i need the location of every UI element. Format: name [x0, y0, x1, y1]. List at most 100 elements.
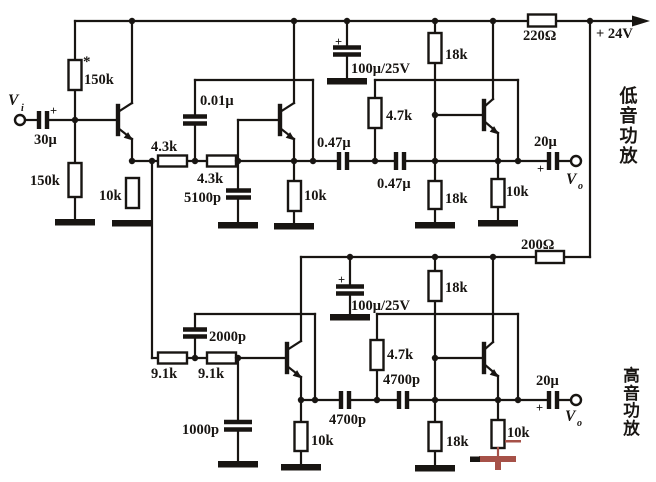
- ground-icon: [415, 465, 455, 472]
- resistor-18k-bass-upper: [427, 31, 443, 65]
- input-voltage-label: V: [8, 92, 20, 109]
- cap-20u-bass-polarity: +: [537, 162, 544, 176]
- treble-output-terminal: [569, 393, 583, 407]
- resistor-18k-bass-lower: [427, 179, 443, 211]
- cap-4700p-1: [338, 391, 352, 409]
- junction-dots: [71, 17, 594, 404]
- resistor-18k-treble-upper: [427, 269, 443, 303]
- cap-2000p-feedback: [183, 327, 207, 339]
- resistor-10k-q1-emitter: [124, 176, 141, 210]
- resistor-9.1k-2: [205, 351, 238, 365]
- ground-icon-red: [470, 446, 516, 470]
- treble-output-voltage-subscript: o: [577, 418, 582, 429]
- resistor-220ohm: [526, 13, 558, 28]
- cap-20u-bass-output: [546, 152, 560, 170]
- resistor-10k-q3-label: 10k: [506, 184, 530, 200]
- cap-0.01u-label: 0.01μ: [200, 93, 234, 109]
- resistor-10k-q2-emitter: [286, 179, 303, 213]
- ground-icon: [274, 223, 314, 230]
- resistor-10k-q3-emitter: [490, 177, 506, 209]
- cap-0.47u-1-label: 0.47μ: [317, 135, 351, 151]
- cap-100u-bass-polarity: +: [335, 35, 342, 49]
- supply-voltage-label: + 24V: [596, 26, 633, 42]
- resistor-150k-bias-lower: [67, 161, 83, 199]
- resistor-10k-q1-label: 10k: [99, 188, 123, 204]
- ground-icon: [218, 222, 258, 229]
- transistor-q4: [284, 255, 303, 402]
- resistor-4.7k-treble: [369, 338, 385, 372]
- asterisk-note: *: [83, 54, 91, 70]
- cap-0.47u-1: [336, 152, 350, 170]
- resistor-10k-q5-label: 10k: [507, 425, 531, 441]
- resistor-4.7k-treble-label: 4.7k: [387, 347, 414, 363]
- resistor-18k-bass-upper-label: 18k: [445, 47, 469, 63]
- resistor-9.1k-1: [156, 351, 189, 365]
- resistor-150k-bias-upper: [67, 58, 83, 92]
- resistor-150k-lower-label: 150k: [30, 173, 61, 189]
- cap-2000p-label: 2000p: [209, 329, 246, 345]
- ground-icon: [218, 461, 258, 468]
- cap-1000p-shunt: [224, 419, 252, 432]
- resistor-10k-q4-emitter: [293, 420, 309, 453]
- red-underline-mark: [505, 440, 521, 443]
- cap-100u-treble-label: 100μ/25V: [351, 298, 410, 314]
- treble-section-title: 高音功放: [623, 367, 640, 438]
- resistor-4.3k-1: [156, 154, 189, 168]
- cap-4700p-2-label: 4700p: [383, 372, 420, 388]
- resistor-10k-q5-emitter: [490, 418, 506, 450]
- bass-output-voltage-label: V: [566, 171, 578, 188]
- resistor-9.1k-2-label: 9.1k: [198, 366, 225, 382]
- cap-100u-bass-label: 100μ/25V: [351, 61, 410, 77]
- resistor-18k-bass-lower-label: 18k: [445, 191, 469, 207]
- resistor-150k-upper-label: 150k: [84, 72, 115, 88]
- cap-30u-label: 30μ: [34, 132, 58, 148]
- cap-20u-treble-polarity: +: [536, 401, 543, 415]
- ground-icon: [281, 464, 321, 471]
- treble-output-voltage-label: V: [565, 408, 577, 425]
- cap-20u-bass-label: 20μ: [534, 134, 558, 150]
- resistor-200ohm-label: 200Ω: [521, 237, 554, 253]
- resistor-18k-treble-lower: [427, 420, 443, 453]
- supply-arrow-icon: [632, 15, 650, 27]
- ground-icon: [112, 220, 152, 227]
- labels: V i + 30μ * 150k 150k 10k 4.3k 4.3k 0.01…: [8, 26, 633, 450]
- resistor-10k-q2-label: 10k: [304, 188, 328, 204]
- ground-symbols: [55, 78, 518, 472]
- resistor-9.1k-1-label: 9.1k: [151, 366, 178, 382]
- resistor-4.3k-1-label: 4.3k: [151, 139, 178, 155]
- transistor-q3: [481, 19, 500, 163]
- transistor-q5: [481, 255, 500, 402]
- cap-100u-bass-bypass: [333, 45, 361, 57]
- ground-icon: [330, 314, 370, 321]
- resistor-4.3k-2: [205, 154, 238, 168]
- input-terminal: [13, 113, 27, 127]
- resistor-18k-treble-lower-label: 18k: [446, 434, 470, 450]
- cap-5100p-label: 5100p: [184, 190, 221, 206]
- resistor-4.7k-bass-label: 4.7k: [386, 108, 413, 124]
- cap-0.47u-2: [393, 152, 407, 170]
- resistor-200ohm: [534, 249, 566, 265]
- cap-4700p-1-label: 4700p: [329, 412, 366, 428]
- cap-100u-treble-bypass: [336, 284, 364, 296]
- ground-icon: [327, 78, 367, 85]
- ground-icon: [55, 219, 95, 226]
- resistors: [67, 13, 566, 453]
- capacitors: [36, 45, 560, 432]
- cap-4700p-2: [396, 391, 410, 409]
- input-voltage-subscript: i: [21, 103, 24, 114]
- cap-20u-treble-output: [546, 391, 560, 409]
- resistor-4.7k-bass: [367, 96, 383, 130]
- ground-icon: [415, 222, 455, 229]
- transistor-q1: [115, 19, 134, 163]
- resistor-220ohm-label: 220Ω: [523, 28, 556, 44]
- cap-0.47u-2-label: 0.47μ: [377, 176, 411, 192]
- cap-30u-input: [36, 111, 50, 129]
- cap-20u-treble-label: 20μ: [536, 373, 560, 389]
- cap-5100p-shunt: [226, 188, 251, 200]
- ground-icon: [478, 220, 518, 227]
- resistor-4.3k-2-label: 4.3k: [197, 171, 224, 187]
- resistor-10k-q4-label: 10k: [311, 433, 335, 449]
- cap-100u-treble-polarity: +: [338, 273, 345, 287]
